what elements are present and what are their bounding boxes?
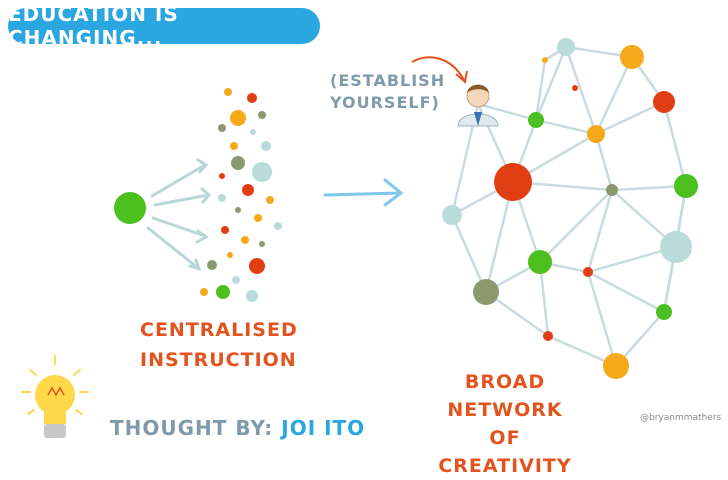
network-node [620, 45, 644, 69]
network-node [528, 250, 552, 274]
dot [219, 173, 225, 179]
central-arrow-icon [323, 178, 404, 207]
dot [259, 241, 265, 247]
thought-prefix: THOUGHT BY: [110, 416, 274, 440]
fan-arrowhead-4 [188, 258, 202, 272]
network-line-1: BROAD NETWORK [447, 371, 563, 421]
network-line-2: OF CREATIVITY [438, 427, 572, 477]
establish-yourself-label: (ESTABLISH YOURSELF) [330, 70, 446, 114]
dot [224, 88, 232, 96]
source-node-icon [114, 192, 146, 224]
establish-line-1: (ESTABLISH [330, 71, 446, 90]
network-node [542, 57, 548, 63]
establish-line-2: YOURSELF) [330, 93, 440, 112]
dot [266, 196, 274, 204]
dot [249, 258, 265, 274]
centralised-instruction-label: CENTRALISED INSTRUCTION [140, 315, 298, 375]
dot [230, 142, 238, 150]
dot [250, 129, 256, 135]
network-node [528, 112, 544, 128]
dot [221, 226, 229, 234]
network-node [674, 174, 698, 198]
pointer-arrowhead [455, 70, 468, 84]
dot [200, 288, 208, 296]
centralised-line-2: INSTRUCTION [140, 349, 297, 371]
lightbulb-icon [21, 355, 89, 438]
fan-arrow-1 [150, 163, 207, 198]
network-node [572, 85, 578, 91]
thought-author: JOI ITO [281, 416, 366, 440]
network-node [587, 125, 605, 143]
dot [252, 162, 272, 182]
network-node [660, 231, 692, 263]
fan-arrowhead-3 [195, 229, 209, 244]
network-node [442, 205, 462, 225]
scatter-dots [200, 88, 282, 302]
dot [241, 236, 249, 244]
diagram-canvas [21, 38, 698, 438]
network-node [583, 267, 593, 277]
dot [235, 207, 241, 213]
network-node [557, 38, 575, 56]
dot [247, 93, 257, 103]
fan-arrow-4 [146, 226, 200, 270]
person-icon [457, 84, 499, 127]
fan-arrowhead-2 [200, 187, 212, 204]
pointer-arrow-icon [411, 56, 465, 81]
dot [207, 260, 217, 270]
thought-by-label: THOUGHT BY: JOI ITO [110, 416, 365, 440]
network-node [494, 163, 532, 201]
network-nodes [442, 38, 698, 379]
dot [231, 156, 245, 170]
fan-arrow-2 [153, 193, 210, 207]
fan-arrowhead-1 [196, 158, 209, 174]
dot [254, 214, 262, 222]
dot [258, 111, 266, 119]
dot [232, 276, 240, 284]
broad-network-label: BROAD NETWORK OF CREATIVITY [435, 368, 575, 480]
dot [261, 141, 271, 151]
network-node [603, 353, 629, 379]
centralised-line-1: CENTRALISED [140, 319, 298, 341]
fan-arrows [146, 158, 212, 272]
dot [218, 194, 226, 202]
dot [216, 285, 230, 299]
network-node [606, 184, 618, 196]
dot [242, 184, 254, 196]
network-node [473, 279, 499, 305]
network-node [543, 331, 553, 341]
network-node [653, 91, 675, 113]
dot [246, 290, 258, 302]
network-node [656, 304, 672, 320]
dot [230, 110, 246, 126]
dot [274, 222, 282, 230]
dot [227, 252, 233, 258]
dot [218, 124, 226, 132]
fan-arrow-3 [151, 216, 207, 238]
credit-signature: @bryanmmathers [640, 413, 722, 423]
